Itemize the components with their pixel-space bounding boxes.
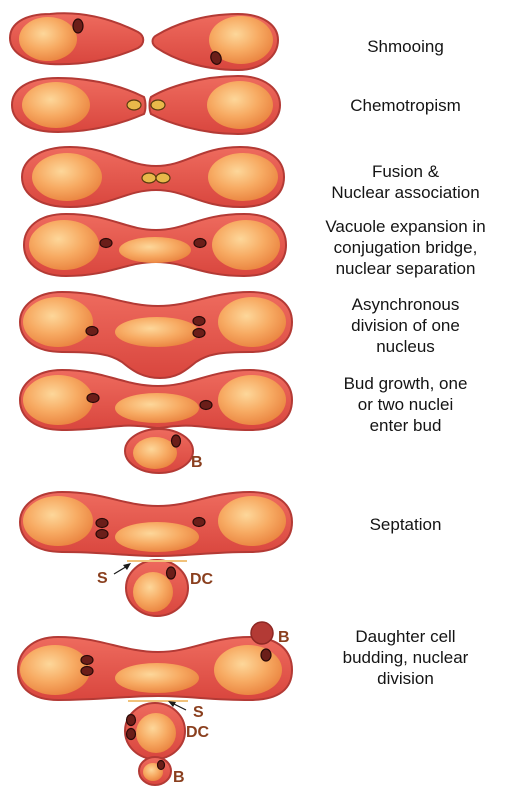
stage-label-daughter-budding: Daughter cell budding, nuclear division xyxy=(300,626,511,689)
budgrowth-right-vacuole xyxy=(218,375,286,425)
shmoo-left-nucleus xyxy=(73,19,83,33)
async-nucleus-left xyxy=(86,327,98,336)
stage-5-cells xyxy=(20,292,292,378)
budgrowth-center-vacuole xyxy=(115,393,199,423)
chemo-right-vacuole xyxy=(207,81,273,129)
async-nucleus-right-top xyxy=(193,317,205,326)
chemo-nucleus-left xyxy=(127,100,141,110)
async-left-vacuole xyxy=(23,297,93,347)
stage-label-shmooing: Shmooing xyxy=(300,36,511,57)
fusion-right-vacuole xyxy=(208,153,278,201)
async-right-vacuole xyxy=(218,297,286,347)
bud-nucleus xyxy=(172,435,181,447)
async-nucleus-right-bottom xyxy=(193,329,205,338)
septation-nucleus-left-bottom xyxy=(96,530,108,539)
budding-nucleus-left-top xyxy=(81,656,93,665)
stage-label-bud-growth: Bud growth, one or two nuclei enter bud xyxy=(300,373,511,436)
stage-2-cells xyxy=(12,76,280,134)
vacuole-exp-nucleus-left xyxy=(100,239,112,248)
septation-right-vacuole xyxy=(218,496,286,546)
bud-vacuole xyxy=(133,437,177,469)
budgrowth-nucleus-right xyxy=(200,401,212,410)
fusion-nucleus-left xyxy=(142,173,156,183)
budgrowth-left-vacuole xyxy=(23,375,93,425)
budgrowth-nucleus-left xyxy=(87,394,99,403)
stage-1-cells xyxy=(10,13,278,70)
stage-label-septation: Septation xyxy=(300,514,511,535)
stage-4-cells xyxy=(24,214,286,276)
granddaughter-nucleus xyxy=(158,761,165,770)
fusion-left-vacuole xyxy=(32,153,102,201)
granddaughter-bud-marker: B xyxy=(173,769,185,786)
stage-7-cells: S DC xyxy=(20,492,292,616)
vacuole-exp-left-vacuole xyxy=(29,220,99,270)
stage-8-cells: B DC S B xyxy=(18,622,292,786)
stage-label-vacuole-expansion: Vacuole expansion in conjugation bridge,… xyxy=(300,216,511,279)
budding-daughter-nucleus-top xyxy=(127,715,136,726)
vacuole-exp-nucleus-right xyxy=(194,239,206,248)
budding-daughter-nucleus-bottom xyxy=(127,729,136,740)
stage-6-cells: B xyxy=(20,370,292,473)
septation-center-vacuole xyxy=(115,522,199,552)
stage-label-asynchronous-division: Asynchronous division of one nucleus xyxy=(300,294,511,357)
fusion-nucleus-right xyxy=(156,173,170,183)
stage-label-chemotropism: Chemotropism xyxy=(300,95,511,116)
chemo-nucleus-right xyxy=(151,100,165,110)
daughter-cell-vacuole xyxy=(133,572,173,612)
daughter-cell-marker: DC xyxy=(190,571,214,588)
budding-nucleus-left-bottom xyxy=(81,667,93,676)
top-bud-marker: B xyxy=(278,629,290,646)
shmoo-left-vacuole xyxy=(19,17,77,61)
budding-center-vacuole xyxy=(115,663,199,693)
chemo-left-vacuole xyxy=(22,82,90,128)
stage-3-cells xyxy=(22,147,284,207)
septation-nucleus-right xyxy=(193,518,205,527)
budding-left-vacuole xyxy=(20,645,90,695)
septation-left-vacuole xyxy=(23,496,93,546)
budding-right-vacuole xyxy=(214,645,282,695)
septum-marker: S xyxy=(97,570,108,587)
vacuole-exp-bridge-vacuole xyxy=(119,237,191,263)
septum-arrowhead xyxy=(123,563,131,570)
vacuole-exp-right-vacuole xyxy=(212,220,280,270)
daughter-cell-nucleus xyxy=(167,567,176,579)
top-bud xyxy=(251,622,273,644)
async-center-vacuole xyxy=(115,317,199,347)
budding-nucleus-right xyxy=(261,649,271,661)
bud-marker: B xyxy=(191,454,203,471)
budding-septum-marker: S xyxy=(193,704,204,721)
septation-nucleus-left-top xyxy=(96,519,108,528)
budding-daughter-vacuole xyxy=(136,713,176,753)
budding-daughter-marker: DC xyxy=(186,724,210,741)
stage-label-fusion: Fusion & Nuclear association xyxy=(300,161,511,203)
